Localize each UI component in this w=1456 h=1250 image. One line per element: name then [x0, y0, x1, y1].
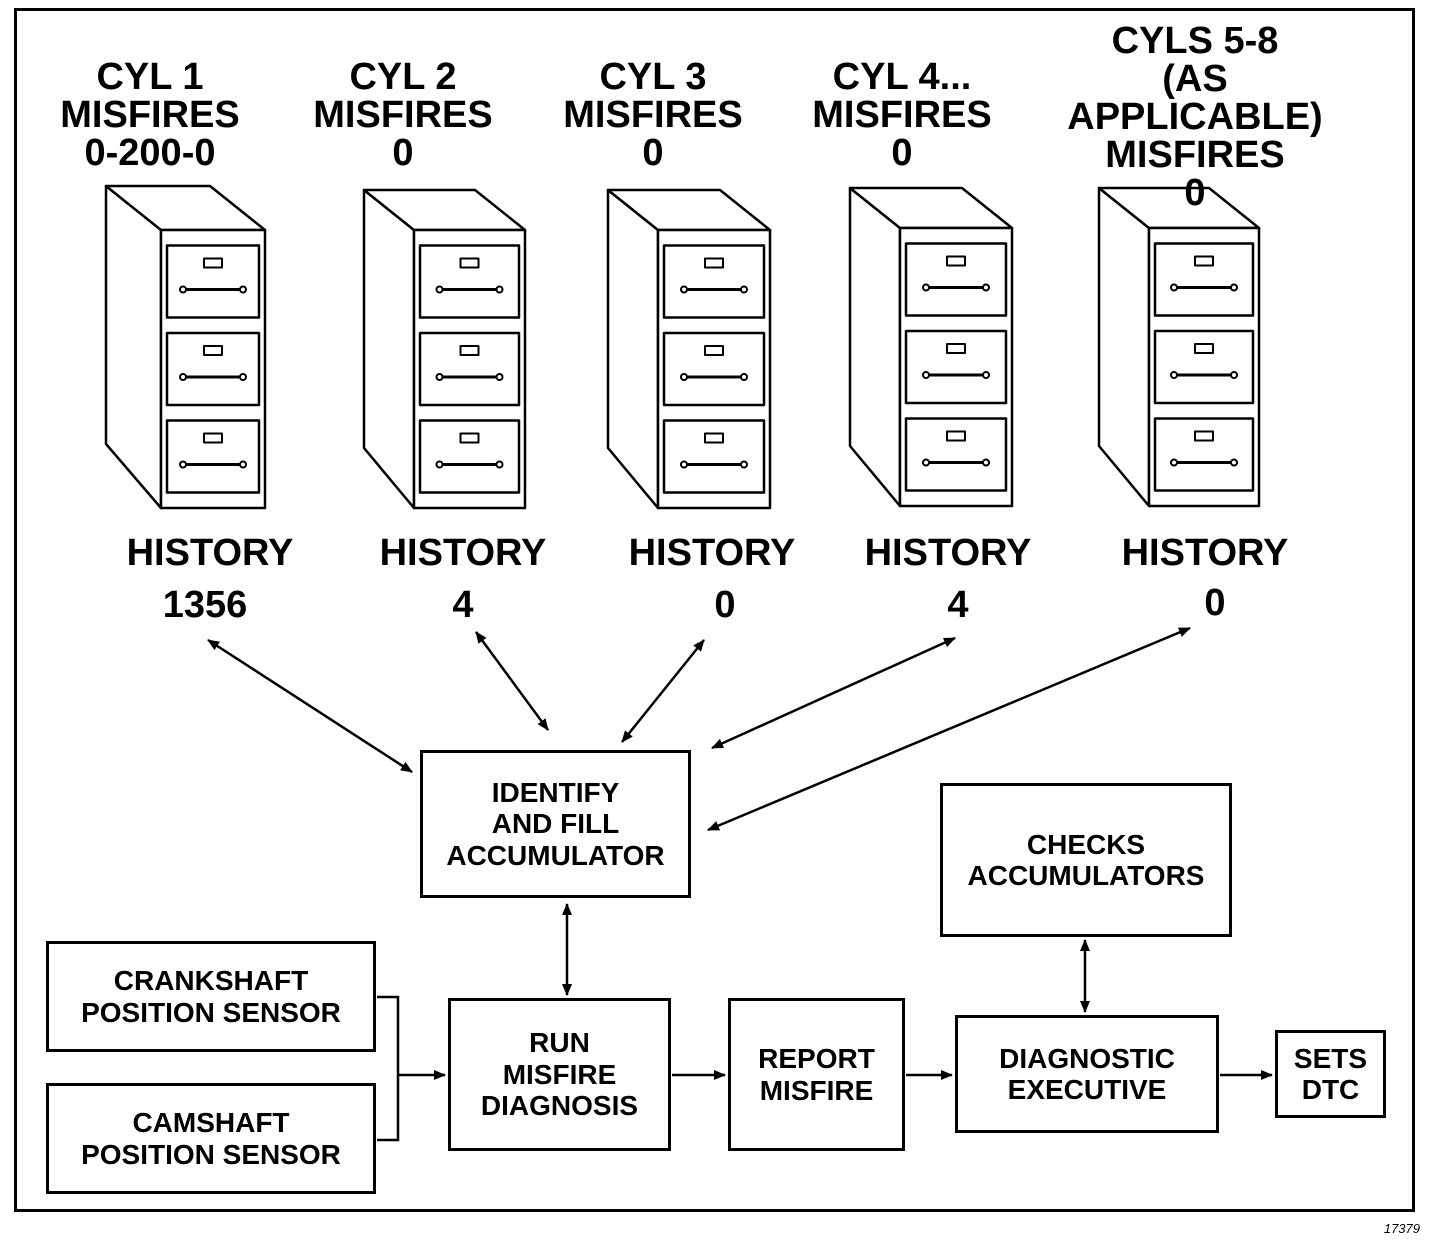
cyl1-history-value: 1356 — [162, 584, 248, 626]
cyl5-8-history-value: 0 — [1204, 582, 1226, 624]
cyl5-8-filing-cabinet-icon — [1097, 186, 1261, 508]
report-misfire-box: REPORT MISFIRE — [728, 998, 905, 1151]
checks-accumulators-box: CHECKS ACCUMULATORS — [940, 783, 1232, 937]
camshaft-sensor-text: CAMSHAFT POSITION SENSOR — [81, 1107, 341, 1170]
cyl2-filing-cabinet-icon — [362, 188, 527, 510]
history4-to-accumulator-arrow — [711, 636, 956, 750]
cyl5-8-history-label: HISTORY — [1121, 532, 1289, 574]
history1-to-accumulator-arrow — [207, 638, 413, 774]
cyl2-history-value: 4 — [452, 584, 474, 626]
cyl5-8-heading: CYLS 5-8 (AS APPLICABLE) MISFIRES 0 — [1067, 20, 1323, 214]
diagnostic-executive-text: DIAGNOSTIC EXECUTIVE — [999, 1042, 1175, 1105]
cyl2-history-label: HISTORY — [379, 532, 547, 574]
diagnostic-executive-box: DIAGNOSTIC EXECUTIVE — [955, 1015, 1219, 1133]
figure-frame — [14, 8, 1415, 1212]
cyl1-heading: CYL 1 MISFIRES 0-200-0 — [60, 56, 240, 174]
sets-dtc-box: SETS DTC — [1275, 1030, 1386, 1118]
history2-to-accumulator-arrow — [474, 631, 550, 731]
run-misfire-diagnosis-box: RUN MISFIRE DIAGNOSIS — [448, 998, 671, 1151]
crankshaft-sensor-text: CRANKSHAFT POSITION SENSOR — [81, 965, 341, 1028]
camshaft-sensor-box: CAMSHAFT POSITION SENSOR — [46, 1083, 376, 1194]
cyl4-filing-cabinet-icon — [848, 186, 1014, 508]
identify-fill-accumulator-box: IDENTIFY AND FILL ACCUMULATOR — [420, 750, 691, 898]
history3-to-accumulator-arrow — [621, 639, 705, 743]
sensor-bracket-line — [377, 995, 400, 1142]
figure-id: 17379 — [1383, 1221, 1420, 1236]
cyl3-filing-cabinet-icon — [606, 188, 772, 510]
cyl4-history-value: 4 — [947, 584, 969, 626]
cyl4-history-label: HISTORY — [864, 532, 1032, 574]
checks-accumulators-text: CHECKS ACCUMULATORS — [967, 828, 1205, 891]
run-misfire-diagnosis-text: RUN MISFIRE DIAGNOSIS — [480, 1027, 639, 1122]
cyl3-history-value: 0 — [714, 584, 736, 626]
report-misfire-text: REPORT MISFIRE — [758, 1043, 875, 1106]
cyl3-heading: CYL 3 MISFIRES 0 — [563, 56, 743, 174]
history5-8-to-accumulator-arrow — [707, 626, 1191, 832]
cyl1-history-label: HISTORY — [126, 532, 294, 574]
crankshaft-sensor-box: CRANKSHAFT POSITION SENSOR — [46, 941, 376, 1052]
cyl4-heading: CYL 4... MISFIRES 0 — [812, 56, 992, 174]
cyl3-history-label: HISTORY — [628, 532, 796, 574]
cyl1-filing-cabinet-icon — [104, 184, 267, 510]
identify-fill-accumulator-text: IDENTIFY AND FILL ACCUMULATOR — [446, 776, 665, 871]
sets-dtc-text: SETS DTC — [1293, 1042, 1368, 1105]
cyl2-heading: CYL 2 MISFIRES 0 — [313, 56, 493, 174]
